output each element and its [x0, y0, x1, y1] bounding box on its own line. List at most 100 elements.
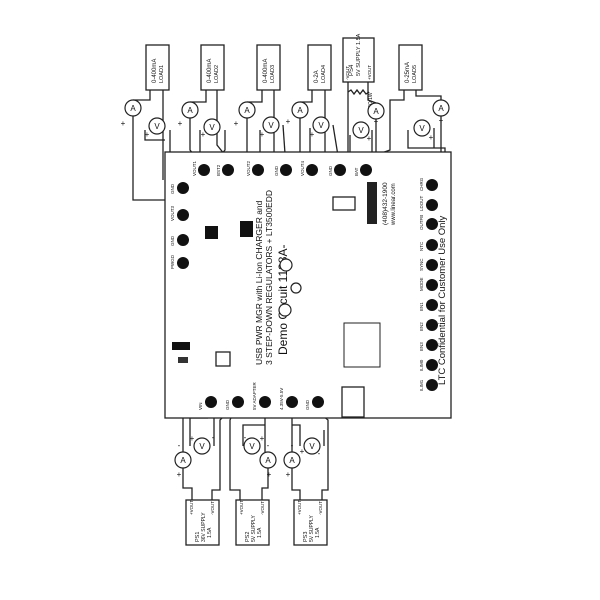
voltmeter-bottom-1: V — [193, 437, 211, 455]
terminal-bat[interactable] — [360, 164, 372, 176]
terminal-vout3[interactable] — [177, 209, 189, 221]
plus-sign: + — [286, 117, 291, 126]
minus-sign: - — [267, 441, 270, 450]
load-rating: 0-25mA — [405, 62, 411, 83]
terminal-gnd-label: GND — [274, 165, 279, 176]
plus-terminal-label: +VOUT — [189, 500, 194, 515]
supply-name: PS3 — [303, 532, 309, 542]
terminal-en2[interactable] — [426, 319, 438, 331]
voltmeter-top-4-circle — [312, 116, 330, 134]
load-name: 5V SUPPLY 1.5A — [356, 33, 362, 76]
voltmeter-bottom-2: V — [243, 437, 261, 455]
voltmeter-bottom-1-circle — [193, 437, 211, 455]
voltmeter-top-5: V — [352, 121, 370, 139]
chip — [240, 221, 253, 237]
supply-current: 1.5A — [207, 527, 213, 538]
voltmeter-top-3: V — [262, 116, 280, 134]
terminal-gnd[interactable] — [177, 234, 189, 246]
load-name: LOAD5 — [412, 65, 418, 83]
plus-sign: + — [201, 130, 206, 139]
terminal-sync[interactable] — [426, 259, 438, 271]
terminal-en3-label: EN3 — [419, 342, 424, 351]
ammeter-top-2-circle — [181, 101, 199, 119]
chip — [205, 226, 218, 239]
ammeter-top-6-label: A — [438, 104, 444, 113]
supply-name: PS1 — [195, 532, 201, 542]
web-text: www.linear.com — [391, 183, 397, 226]
terminal-vin[interactable] — [205, 396, 217, 408]
terminal-en1[interactable] — [426, 299, 438, 311]
terminal-gnd-label: GND — [170, 235, 175, 246]
terminal-en3[interactable] — [426, 339, 438, 351]
plus-sign: + — [439, 116, 444, 125]
terminal-ilim1-label: ILIM1 — [419, 379, 424, 391]
terminal-mode[interactable] — [426, 279, 438, 291]
plus-sign: + — [190, 434, 195, 443]
terminal-ilim1[interactable] — [426, 379, 438, 391]
wire — [415, 90, 442, 100]
voltmeter-top-5-label: V — [358, 126, 364, 135]
terminal-gnd[interactable] — [312, 396, 324, 408]
terminal-bst2-label: BST2 — [216, 164, 221, 176]
terminal-pwgd[interactable] — [177, 257, 189, 269]
component — [215, 351, 231, 367]
voltmeter-top-1-label: V — [154, 122, 160, 131]
terminal-vout2[interactable] — [252, 164, 264, 176]
voltmeter-top-2-label: V — [209, 123, 215, 132]
supply-voltage: 5V SUPPLY — [251, 514, 257, 542]
terminal-ldout-label: LDOUT — [419, 195, 424, 211]
demo-board: USB PWR MGR with Li-Ion CHARGER and 3 ST… — [164, 151, 452, 419]
terminal-gnd[interactable] — [334, 164, 346, 176]
terminal-5v-adapter[interactable] — [259, 396, 271, 408]
terminal-vout4[interactable] — [306, 164, 318, 176]
terminal-gnd-label: GND — [225, 399, 230, 410]
terminal-vout1-label: VOUT1 — [192, 160, 197, 176]
ammeter-bottom-1: A — [174, 451, 192, 469]
terminal-ilim0[interactable] — [426, 359, 438, 371]
load-rating: 0-2A — [314, 70, 320, 83]
voltmeter-top-3-circle — [262, 116, 280, 134]
terminal-ldout[interactable] — [426, 199, 438, 211]
terminal-gnd[interactable] — [177, 182, 189, 194]
load-rating: 0-400mA — [152, 59, 158, 83]
component — [278, 303, 292, 317]
terminal-outfb[interactable] — [426, 218, 438, 230]
wire — [133, 90, 151, 101]
terminal-gnd[interactable] — [232, 396, 244, 408]
wire — [367, 82, 377, 104]
wire — [291, 468, 301, 500]
terminal-gnd[interactable] — [280, 164, 292, 176]
wire — [292, 424, 301, 446]
ammeter-bottom-3-label: A — [289, 456, 295, 465]
terminal-ntc[interactable] — [426, 239, 438, 251]
usb-connector[interactable] — [341, 386, 365, 418]
load-name: LOAD1 — [159, 65, 165, 83]
terminal-bst2[interactable] — [222, 164, 234, 176]
ammeter-bottom-2-label: A — [265, 456, 271, 465]
component — [290, 282, 302, 294]
plus-sign: + — [234, 119, 239, 128]
plus-sign: + — [121, 119, 126, 128]
voltmeter-bottom-2-label: V — [249, 442, 255, 451]
terminal-outfb-label: OUTFB — [419, 215, 424, 230]
minus-terminal-label: -VOUT — [260, 501, 265, 515]
ammeter-top-5: A — [367, 102, 385, 120]
terminal-chrg[interactable] — [426, 179, 438, 191]
ammeter-top-2: A — [181, 101, 199, 119]
load-rating: 0-400mA — [207, 59, 213, 83]
ammeter-top-5-circle — [367, 102, 385, 120]
ammeter-top-6-circle — [432, 99, 450, 117]
terminal-vin-label: VIN — [198, 402, 203, 410]
voltmeter-bottom-3: V — [303, 437, 321, 455]
terminal-gnd-label: GND — [328, 165, 333, 176]
terminal-4-35v-5-5v[interactable] — [286, 396, 298, 408]
terminal-vout3-label: VOUT3 — [170, 205, 175, 221]
load-box-4 — [307, 44, 332, 91]
minus-sign: - — [212, 433, 215, 442]
load-box-3 — [256, 44, 281, 91]
minus-sign: - — [244, 433, 247, 442]
load-box-1 — [145, 44, 170, 91]
ammeter-top-2-label: A — [187, 106, 193, 115]
terminal-vout1[interactable] — [198, 164, 210, 176]
